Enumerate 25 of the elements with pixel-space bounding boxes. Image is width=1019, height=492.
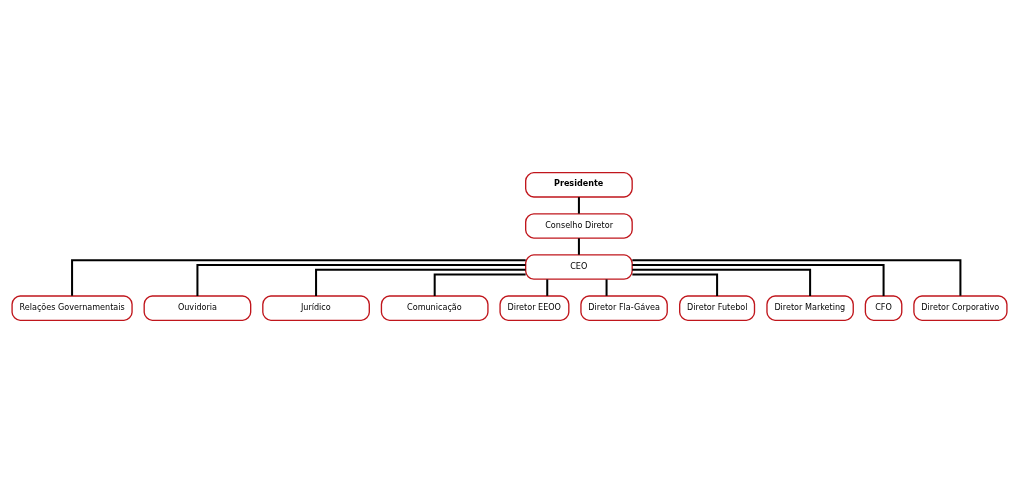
connector bbox=[546, 278, 549, 296]
node-box: CEO bbox=[525, 253, 633, 280]
node-box: Comunicação bbox=[380, 294, 489, 321]
connector bbox=[632, 272, 719, 296]
node-box: Ouvidoria bbox=[143, 294, 252, 321]
node-box: Conselho Diretor bbox=[525, 212, 633, 239]
node-box: Diretor Fla-Gávea bbox=[580, 294, 668, 321]
node-box: Presidente bbox=[525, 171, 633, 198]
connector bbox=[577, 196, 580, 214]
connector bbox=[632, 263, 885, 296]
connector bbox=[71, 258, 526, 296]
node-box: Jurídico bbox=[262, 294, 370, 321]
connector bbox=[577, 237, 580, 255]
connector bbox=[196, 263, 526, 296]
node-box: Diretor Futebol bbox=[679, 294, 756, 321]
node-box: Relações Governamentais bbox=[11, 294, 133, 321]
connector bbox=[315, 268, 526, 296]
connector bbox=[632, 268, 812, 296]
node-box: Diretor EEOO bbox=[499, 294, 570, 321]
node-box: Diretor Corporativo bbox=[913, 294, 1008, 321]
connector bbox=[605, 278, 608, 296]
connector bbox=[632, 258, 962, 296]
node-box: Diretor Marketing bbox=[766, 294, 854, 321]
node-box: CFO bbox=[864, 294, 903, 321]
connector bbox=[433, 272, 526, 296]
